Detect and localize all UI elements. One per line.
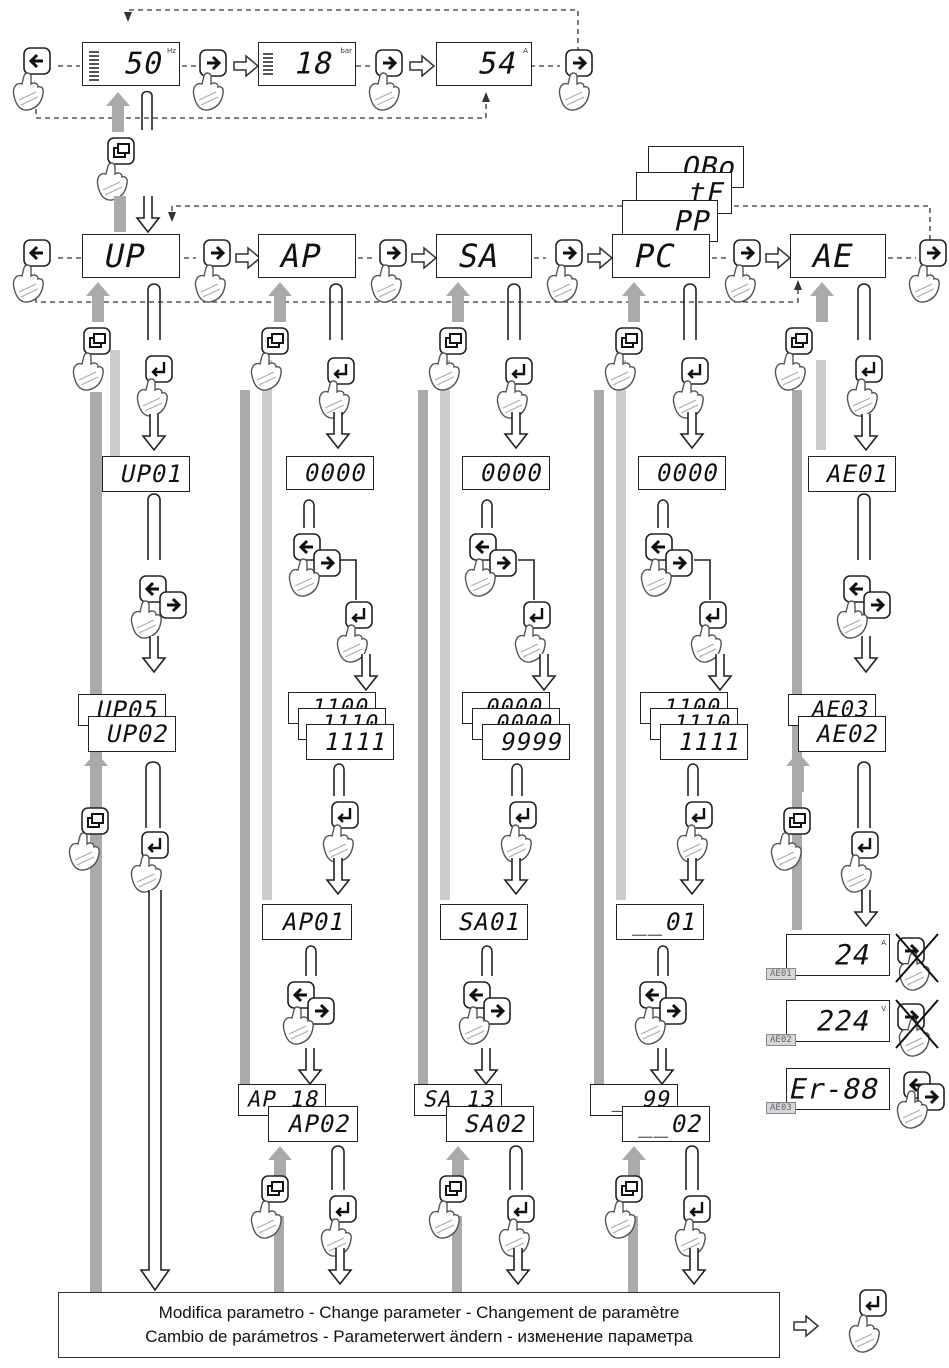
left-button[interactable] (24, 240, 50, 266)
next-arrow (412, 248, 436, 268)
next-arrow (766, 248, 790, 268)
lcd-ap-code: 0000 (286, 456, 374, 490)
right-button[interactable] (376, 50, 402, 76)
lcd-menu-ae: AE (790, 234, 886, 278)
hand-icon (13, 265, 43, 302)
lcd-menu-ap: AP (258, 234, 356, 278)
lcd-up-first: UP01 (102, 456, 190, 492)
right-button[interactable] (556, 240, 582, 266)
hand-icon (849, 1315, 879, 1352)
lcd-menu-sa: SA (436, 234, 532, 278)
bargraph-icon (263, 53, 273, 75)
hand-icon (547, 265, 577, 302)
right-button[interactable] (200, 50, 226, 76)
lcd-pc-edit-front: 1111 (660, 724, 748, 760)
alarm-tag: AE01 (766, 968, 796, 980)
hand-icon (909, 265, 939, 302)
menu-button[interactable] (108, 138, 134, 164)
lcd-pc-second: __02 (622, 1106, 710, 1142)
hand-icon (13, 73, 43, 110)
lcd-pc-param: __01 (616, 904, 704, 940)
change-parameter-note: Modifica parametro - Change parameter - … (58, 1292, 780, 1358)
lcd-sa-second: SA02 (446, 1106, 534, 1142)
lcd-up-second: UP02 (88, 716, 176, 752)
left-button[interactable] (24, 48, 50, 74)
enter-button[interactable] (860, 1290, 886, 1316)
right-button[interactable] (380, 240, 406, 266)
top-loop-arrowhead (124, 12, 132, 22)
alarm-tag: AE02 (766, 1034, 796, 1046)
right-button[interactable] (204, 240, 230, 266)
bargraph-icon (89, 51, 99, 83)
alarm-tag: AE03 (766, 1102, 796, 1114)
column-up (69, 282, 186, 1292)
note-line-2: Cambio de parámetros - Parameterwert änd… (59, 1325, 779, 1349)
lcd-alarm-3: Er-88 (786, 1068, 890, 1110)
next-arrow (410, 56, 434, 76)
lcd-ae-first: AE01 (808, 456, 896, 492)
up-arrow-gray (106, 92, 130, 132)
top-back-line (36, 100, 486, 118)
hand-icon (559, 73, 589, 110)
return-line (142, 92, 152, 131)
hand-icon (193, 73, 223, 110)
lcd-sa-edit-front: 9999 (482, 724, 570, 760)
lcd-sa-param: SA01 (440, 904, 528, 940)
lcd-ap-second: AP02 (268, 1106, 358, 1142)
lcd-ap-param: AP01 (262, 904, 352, 940)
lcd-ap-edit-front: 1111 (306, 724, 394, 760)
gray-bar (114, 196, 126, 232)
hand-icon (369, 73, 399, 110)
hand-icon (725, 265, 755, 302)
footer-arrow (794, 1316, 818, 1336)
hand-icon (371, 265, 401, 302)
note-line-1: Modifica parametro - Change parameter - … (59, 1301, 779, 1325)
hand-icon (97, 163, 127, 200)
top-back-arrowhead (482, 92, 490, 102)
lcd-menu-pc: PC (612, 234, 710, 278)
menu-back-arrowhead (794, 280, 802, 290)
lcd-menu-up: UP (82, 234, 180, 278)
right-button[interactable] (734, 240, 760, 266)
next-arrow (236, 248, 260, 268)
right-button[interactable] (920, 240, 946, 266)
down-arrow (137, 196, 159, 232)
menu-loop-arrowhead (168, 212, 176, 222)
lcd-sa-code: 0000 (462, 456, 550, 490)
next-arrow (234, 56, 258, 76)
lcd-ae-second: AE02 (798, 716, 886, 752)
hand-icon (195, 265, 225, 302)
lcd-pc-code: 0000 (638, 456, 726, 490)
next-arrow (588, 248, 612, 268)
right-button[interactable] (566, 50, 592, 76)
